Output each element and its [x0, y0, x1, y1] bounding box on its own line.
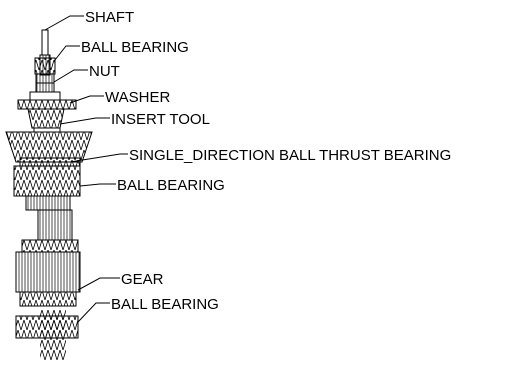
label-insert-tool: INSERT TOOL — [111, 111, 210, 128]
label-gear: GEAR — [121, 271, 164, 288]
leader-lines — [44, 15, 128, 323]
label-ball-bearing-mid: BALL BEARING — [117, 177, 225, 194]
insert-tool-part — [5, 108, 93, 163]
gear-part — [15, 239, 81, 307]
ball-bearing-top-part — [34, 57, 56, 75]
label-ball-bearing-top: BALL BEARING — [81, 39, 189, 56]
nut-part — [35, 73, 55, 93]
label-thrust-bearing: SINGLE_DIRECTION BALL THRUST BEARING — [129, 147, 451, 164]
ball-bearing-mid-part — [13, 165, 81, 211]
ball-bearing-bottom-part — [15, 315, 79, 339]
washer-part — [17, 91, 77, 110]
label-nut: NUT — [89, 63, 120, 80]
label-washer: WASHER — [105, 89, 170, 106]
label-shaft: SHAFT — [85, 9, 134, 26]
label-ball-bearing-bottom: BALL BEARING — [111, 296, 219, 313]
